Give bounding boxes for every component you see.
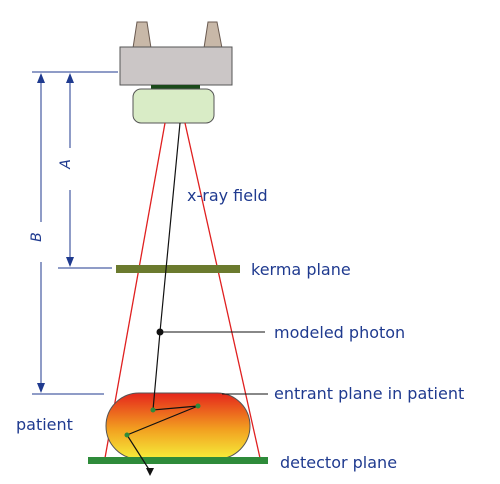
modeled-photon-label: modeled photon [274,323,405,342]
interaction-point-2 [195,403,201,409]
xray-tube [119,21,233,124]
photon-exit-arrow [146,468,154,476]
tube-port [151,85,200,90]
kerma-plane-label: kerma plane [251,260,351,279]
entrant-plane-label: entrant plane in patient [274,384,464,403]
interaction-point-3 [124,432,130,438]
dim-b-arrow-top [37,73,45,83]
kerma-plane-bar [116,265,240,273]
tube-housing [119,46,233,86]
tube-connector-left [132,21,152,49]
dim-a-label: A [58,159,74,170]
dim-b-label: B [29,232,45,242]
interaction-point-1 [150,407,156,413]
detector-plane-bar [88,457,268,464]
field-edge-right [184,122,261,459]
collimator [132,88,215,124]
xray-field-label: x-ray field [187,186,268,205]
photon-path [126,122,199,472]
dimension-markers: A B [29,71,118,395]
dim-a-arrow-top [66,73,74,83]
field-edge-left [104,122,166,459]
detector-plane-label: detector plane [280,453,397,472]
dim-b-arrow-bottom [37,383,45,393]
patient-body [105,392,251,460]
tube-connector-right [203,21,223,49]
patient-label: patient [16,415,73,434]
dim-a-arrow-bottom [66,257,74,267]
